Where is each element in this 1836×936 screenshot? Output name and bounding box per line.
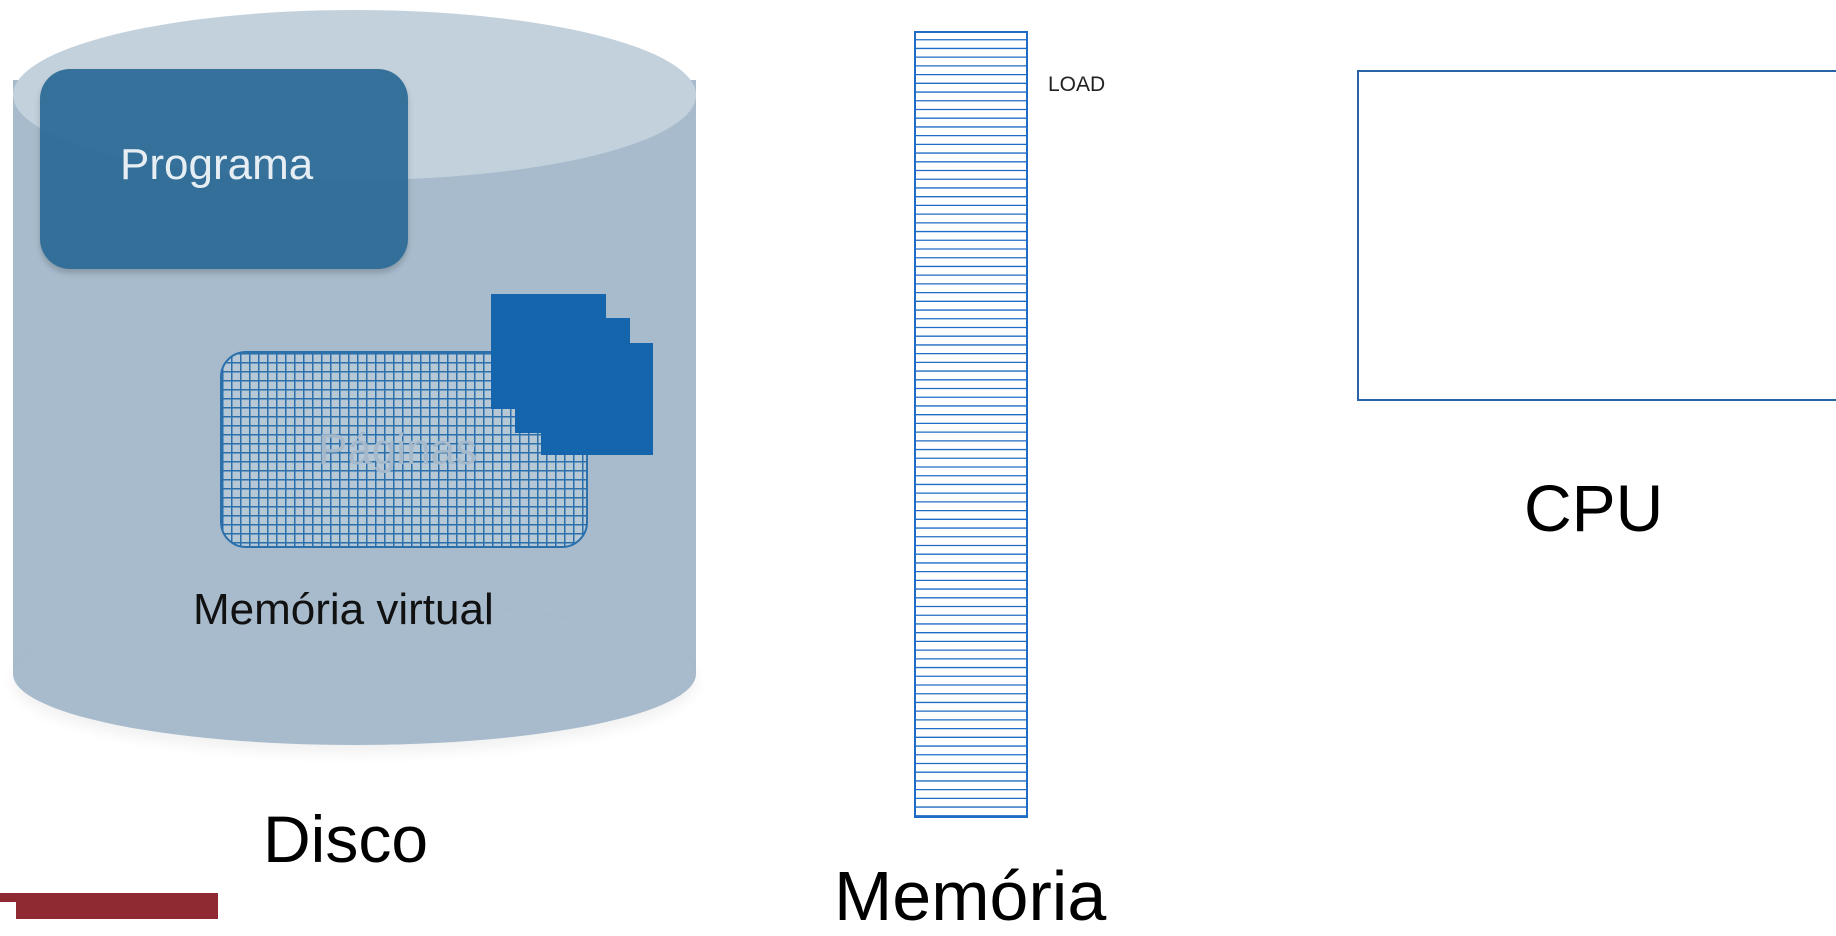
disk-label: Disco — [263, 802, 429, 876]
virtual-memory-label: Memória virtual — [193, 585, 494, 634]
logo-mark — [0, 902, 16, 919]
disk-bottom — [13, 603, 696, 745]
memory-stack-frame — [914, 31, 1028, 818]
pages-label: Páginas — [318, 425, 478, 474]
cpu-label: CPU — [1524, 471, 1664, 545]
institution-logo — [0, 893, 218, 919]
load-instruction-label: LOAD — [1048, 73, 1106, 96]
program-label: Programa — [120, 140, 314, 189]
memory-cell-lines — [915, 39, 1027, 817]
cpu-box — [1357, 70, 1836, 401]
program-box — [40, 69, 408, 269]
memory-label: Memória — [834, 857, 1107, 935]
page-sheet — [541, 343, 653, 455]
pages-grid-box — [220, 351, 588, 548]
memory-stack — [914, 31, 1028, 818]
